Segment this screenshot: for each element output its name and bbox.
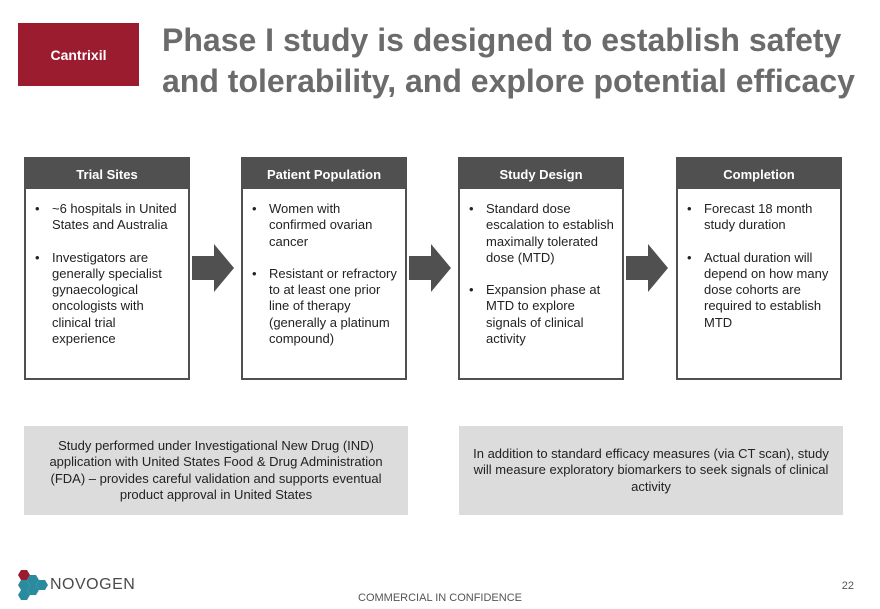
column-trial-sites: Trial Sites ~6 hospitals in United State… xyxy=(24,157,190,380)
bullet-item: Women with confirmed ovarian cancer xyxy=(252,201,397,250)
bullet-item: Investigators are generally specialist g… xyxy=(35,250,180,348)
bullet-list: Forecast 18 month study duration Actual … xyxy=(678,189,840,331)
column-study-design: Study Design Standard dose escalation to… xyxy=(458,157,624,380)
column-completion: Completion Forecast 18 month study durat… xyxy=(676,157,842,380)
bullet-list: Women with confirmed ovarian cancer Resi… xyxy=(243,189,405,347)
slide-title: Phase I study is designed to establish s… xyxy=(162,22,855,99)
right-arrow-icon xyxy=(192,244,234,292)
logo-text: NOVOGEN xyxy=(50,576,136,593)
bullet-list: ~6 hospitals in United States and Austra… xyxy=(26,189,188,347)
bullet-item: Forecast 18 month study duration xyxy=(687,201,832,234)
page-number: 22 xyxy=(841,580,854,592)
column-heading: Patient Population xyxy=(243,159,405,189)
right-arrow-icon xyxy=(626,244,668,292)
bullet-item: Expansion phase at MTD to explore signal… xyxy=(469,282,614,347)
column-heading: Completion xyxy=(678,159,840,189)
bullet-item: ~6 hospitals in United States and Austra… xyxy=(35,201,180,234)
right-arrow-icon xyxy=(409,244,451,292)
column-heading: Study Design xyxy=(460,159,622,189)
note-right: In addition to standard efficacy measure… xyxy=(459,426,843,515)
column-heading: Trial Sites xyxy=(26,159,188,189)
bullet-item: Actual duration will depend on how many … xyxy=(687,250,832,331)
footer-confidentiality: COMMERCIAL IN CONFIDENCE xyxy=(358,592,522,604)
bullet-item: Standard dose escalation to establish ma… xyxy=(469,201,614,266)
bullet-item: Resistant or refractory to at least one … xyxy=(252,266,397,347)
column-patient-population: Patient Population Women with confirmed … xyxy=(241,157,407,380)
product-tag: Cantrixil xyxy=(18,23,139,86)
note-left: Study performed under Investigational Ne… xyxy=(24,426,408,515)
novogen-logo-icon xyxy=(18,570,48,600)
bullet-list: Standard dose escalation to establish ma… xyxy=(460,189,622,347)
